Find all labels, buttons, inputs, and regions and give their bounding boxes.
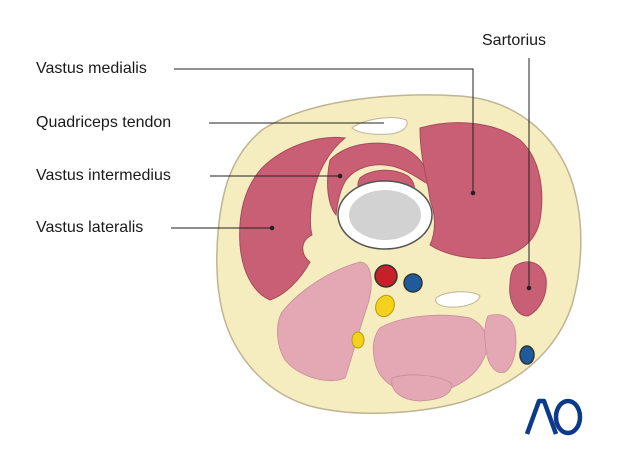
label-quadriceps-tendon: Quadriceps tendon bbox=[36, 114, 172, 131]
posterior-muscle-medial bbox=[484, 314, 517, 373]
leader-dot-vastus-medialis bbox=[470, 190, 476, 196]
posterior-muscle-central bbox=[372, 314, 488, 395]
vastus-medialis-muscle bbox=[419, 122, 543, 259]
label-vastus-medialis: Vastus medialis bbox=[36, 60, 147, 77]
femur-marrow bbox=[349, 190, 421, 240]
label-vastus-lateralis: Vastus lateralis bbox=[36, 219, 144, 236]
saphenous-vein bbox=[519, 345, 535, 365]
label-vastus-intermedius: Vastus intermedius bbox=[36, 167, 171, 184]
femoral-nerve bbox=[375, 294, 395, 318]
posterior-muscle-lower bbox=[391, 374, 453, 402]
leader-lines bbox=[171, 58, 532, 291]
quadriceps-tendon bbox=[351, 117, 408, 135]
vastus-intermedius-muscle bbox=[327, 142, 431, 217]
femoral-vein bbox=[403, 273, 423, 293]
ao-logo bbox=[524, 398, 583, 436]
sciatic-nerve bbox=[351, 331, 365, 349]
fat-pocket bbox=[435, 291, 481, 308]
leader-dot-vastus-intermedius bbox=[337, 173, 343, 179]
vastus-lateralis-muscle bbox=[239, 136, 347, 301]
leader-line-vastus-medialis bbox=[174, 68, 474, 193]
label-sartorius: Sartorius bbox=[482, 32, 547, 49]
femoral-artery bbox=[374, 264, 398, 288]
leader-dot-vastus-lateralis bbox=[269, 225, 275, 231]
leader-dot-sartorius bbox=[526, 285, 532, 291]
